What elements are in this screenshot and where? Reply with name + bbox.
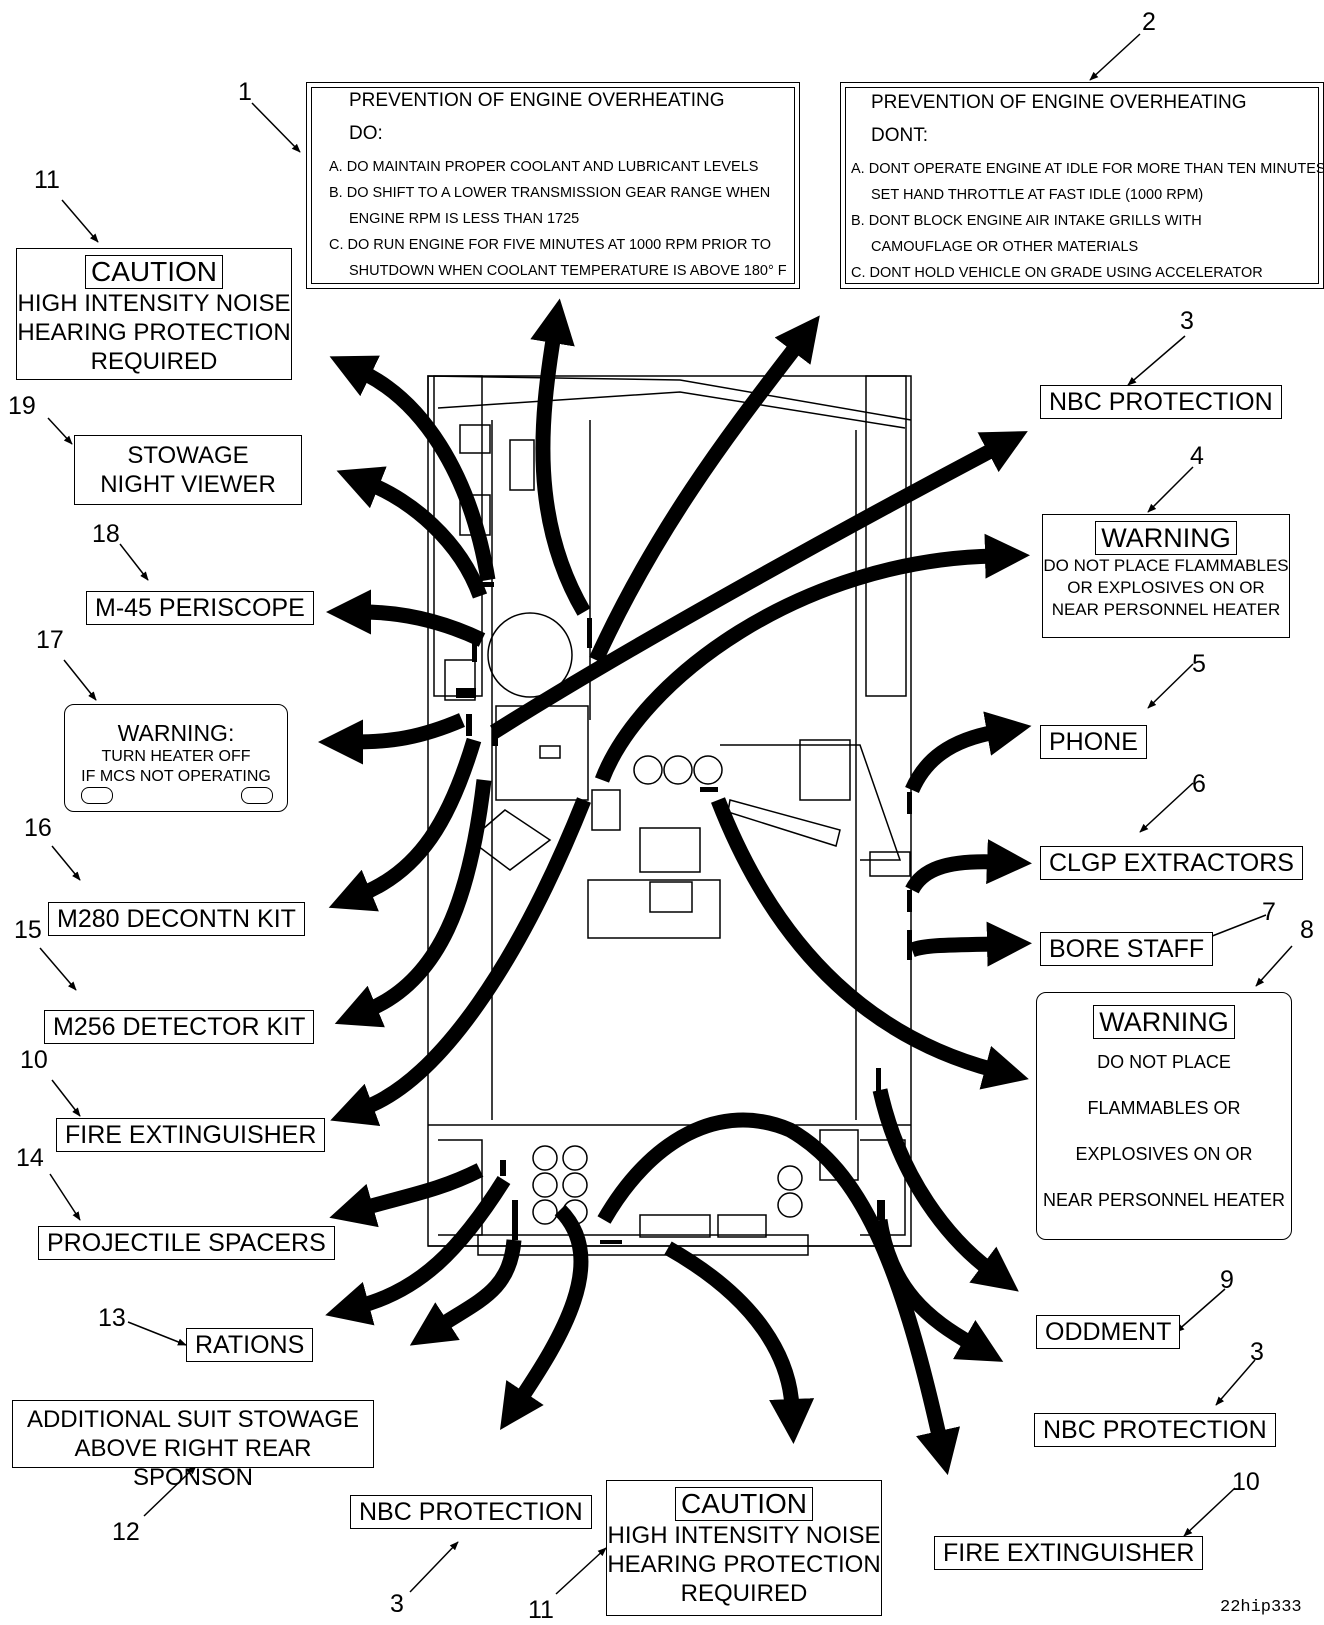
figure-id: 22hip333 (1220, 1598, 1302, 1617)
instruction-plate-do: PREVENTION OF ENGINE OVERHEATING DO: A. … (306, 82, 800, 289)
instruction-do-title: PREVENTION OF ENGINE OVERHEATING (349, 90, 725, 111)
warning4-line3: NEAR PERSONNEL HEATER (1051, 600, 1281, 619)
instruction-do-sub: DO: (349, 123, 383, 144)
callout-number-18: 18 (92, 520, 120, 548)
warning17-line2: IF MCS NOT OPERATING (81, 768, 271, 785)
callout-number-10-left: 10 (20, 1046, 48, 1074)
warning4-line1: DO NOT PLACE FLAMMABLES (1043, 556, 1289, 575)
caution-plate-bottom: CAUTION HIGH INTENSITY NOISE HEARING PRO… (606, 1480, 882, 1616)
mounting-slot-left (81, 787, 113, 804)
instruction-dont-title: PREVENTION OF ENGINE OVERHEATING (871, 92, 1247, 113)
mounting-slot-right (241, 787, 273, 804)
caution-top-line3: REQUIRED (90, 348, 218, 375)
instruction-do-line-b2: ENGINE RPM IS LESS THAN 1725 (349, 211, 580, 227)
callout-number-3-right: 3 (1250, 1338, 1264, 1366)
caution-bottom-line1: HIGH INTENSITY NOISE (607, 1522, 881, 1549)
instruction-do-line-a: A. DO MAINTAIN PROPER COOLANT AND LUBRIC… (329, 159, 759, 175)
nbc-protection-plate-bottom: NBC PROTECTION (350, 1495, 592, 1529)
leader-lines (39, 33, 1293, 1595)
callout-number-11-bottom: 11 (528, 1596, 554, 1624)
warning-heater-plate: WARNING: TURN HEATER OFF IF MCS NOT OPER… (64, 704, 288, 812)
callout-arrows (318, 298, 1032, 1476)
callout-number-13: 13 (98, 1304, 126, 1332)
warning8-line1: DO NOT PLACE (1097, 1052, 1231, 1072)
m256-detector-kit-plate: M256 DETECTOR KIT (44, 1010, 315, 1044)
fire-extinguisher-plate-right: FIRE EXTINGUISHER (934, 1536, 1204, 1570)
instruction-dont-sub: DONT: (871, 125, 928, 146)
callout-number-4: 4 (1190, 442, 1204, 470)
instruction-do-line-c: C. DO RUN ENGINE FOR FIVE MINUTES AT 100… (329, 237, 772, 253)
rations-plate: RATIONS (186, 1328, 314, 1362)
instruction-plate-dont: PREVENTION OF ENGINE OVERHEATING DONT: A… (840, 82, 1324, 289)
nbc-protection-plate-right: NBC PROTECTION (1034, 1413, 1276, 1447)
callout-number-3-top: 3 (1180, 307, 1194, 335)
nbc-protection-plate-top: NBC PROTECTION (1040, 385, 1282, 419)
instruction-plate-dont-border (845, 87, 1319, 284)
callout-number-10-right: 10 (1232, 1468, 1260, 1496)
warning-flammables-plate-8: WARNING DO NOT PLACE FLAMMABLES OR EXPLO… (1036, 992, 1292, 1240)
caution-top-line2: HEARING PROTECTION (17, 319, 291, 346)
stowage-line1: STOWAGE (127, 442, 249, 469)
callout-number-19: 19 (8, 392, 36, 420)
instruction-dont-line-a2: SET HAND THROTTLE AT FAST IDLE (1000 RPM… (871, 187, 1204, 203)
callout-number-2: 2 (1142, 8, 1156, 36)
callout-number-17: 17 (36, 626, 64, 654)
warning4-line2: OR EXPLOSIVES ON OR (1067, 578, 1265, 597)
caution-heading-bottom: CAUTION (675, 1487, 813, 1521)
phone-plate: PHONE (1040, 725, 1147, 759)
warning-flammables-plate-4: WARNING DO NOT PLACE FLAMMABLES OR EXPLO… (1042, 514, 1290, 638)
warning8-line3: EXPLOSIVES ON OR (1075, 1144, 1253, 1164)
instruction-dont-line-a: A. DONT OPERATE ENGINE AT IDLE FOR MORE … (851, 161, 1324, 177)
callout-number-14: 14 (16, 1144, 44, 1172)
instruction-dont-line-c: C. DONT HOLD VEHICLE ON GRADE USING ACCE… (851, 265, 1263, 281)
callout-number-9: 9 (1220, 1266, 1234, 1294)
instruction-dont-line-b2: CAMOUFLAGE OR OTHER MATERIALS (871, 239, 1139, 255)
callout-number-7: 7 (1262, 898, 1276, 926)
m45-periscope-plate: M-45 PERISCOPE (86, 591, 314, 625)
additional-suit-stowage-plate: ADDITIONAL SUIT STOWAGE ABOVE RIGHT REAR… (12, 1400, 374, 1491)
caution-bottom-line2: HEARING PROTECTION (607, 1551, 881, 1578)
warning8-line4: NEAR PERSONNEL HEATER (1042, 1190, 1286, 1210)
callout-number-16: 16 (24, 814, 52, 842)
fire-extinguisher-plate-left: FIRE EXTINGUISHER (56, 1118, 326, 1152)
callout-number-8: 8 (1300, 916, 1314, 944)
stowage-night-viewer-plate: STOWAGE NIGHT VIEWER (74, 435, 302, 505)
stowage-line2: NIGHT VIEWER (100, 471, 276, 498)
callout-number-6: 6 (1192, 770, 1206, 798)
m280-decontn-kit-plate: M280 DECONTN KIT (48, 902, 305, 936)
instruction-dont-line-b: B. DONT BLOCK ENGINE AIR INTAKE GRILLS W… (851, 213, 1202, 229)
callout-number-12: 12 (112, 1518, 140, 1546)
callout-number-5: 5 (1192, 650, 1206, 678)
black-mount-markers (456, 582, 912, 1244)
suit-line2: ABOVE RIGHT REAR SPONSON (74, 1435, 312, 1491)
warning8-line2: FLAMMABLES OR (1087, 1098, 1241, 1118)
clgp-extractors-plate: CLGP EXTRACTORS (1040, 846, 1303, 880)
warning17-line1: TURN HEATER OFF (101, 748, 251, 765)
callout-number-1: 1 (238, 78, 252, 106)
bore-staff-plate: BORE STAFF (1040, 932, 1214, 966)
projectile-spacers-plate: PROJECTILE SPACERS (38, 1226, 335, 1260)
callout-number-11-top: 11 (34, 166, 60, 194)
suit-line1: ADDITIONAL SUIT STOWAGE (26, 1406, 360, 1433)
instruction-do-line-c2: SHUTDOWN WHEN COOLANT TEMPERATURE IS ABO… (349, 263, 787, 279)
callout-number-15: 15 (14, 916, 42, 944)
warning4-heading: WARNING (1095, 521, 1237, 555)
caution-top-line1: HIGH INTENSITY NOISE (17, 290, 291, 317)
warning8-heading: WARNING (1093, 1005, 1235, 1039)
caution-plate-top: CAUTION HIGH INTENSITY NOISE HEARING PRO… (16, 248, 292, 380)
warning17-heading: WARNING: (117, 720, 235, 746)
callout-number-3-bottom: 3 (390, 1590, 404, 1618)
instruction-do-line-b: B. DO SHIFT TO A LOWER TRANSMISSION GEAR… (329, 185, 771, 201)
caution-bottom-line3: REQUIRED (680, 1580, 808, 1607)
caution-heading-top: CAUTION (85, 255, 223, 289)
oddment-plate: ODDMENT (1036, 1315, 1181, 1349)
instruction-plate-do-border (311, 87, 795, 284)
vehicle-outline (427, 375, 912, 1256)
